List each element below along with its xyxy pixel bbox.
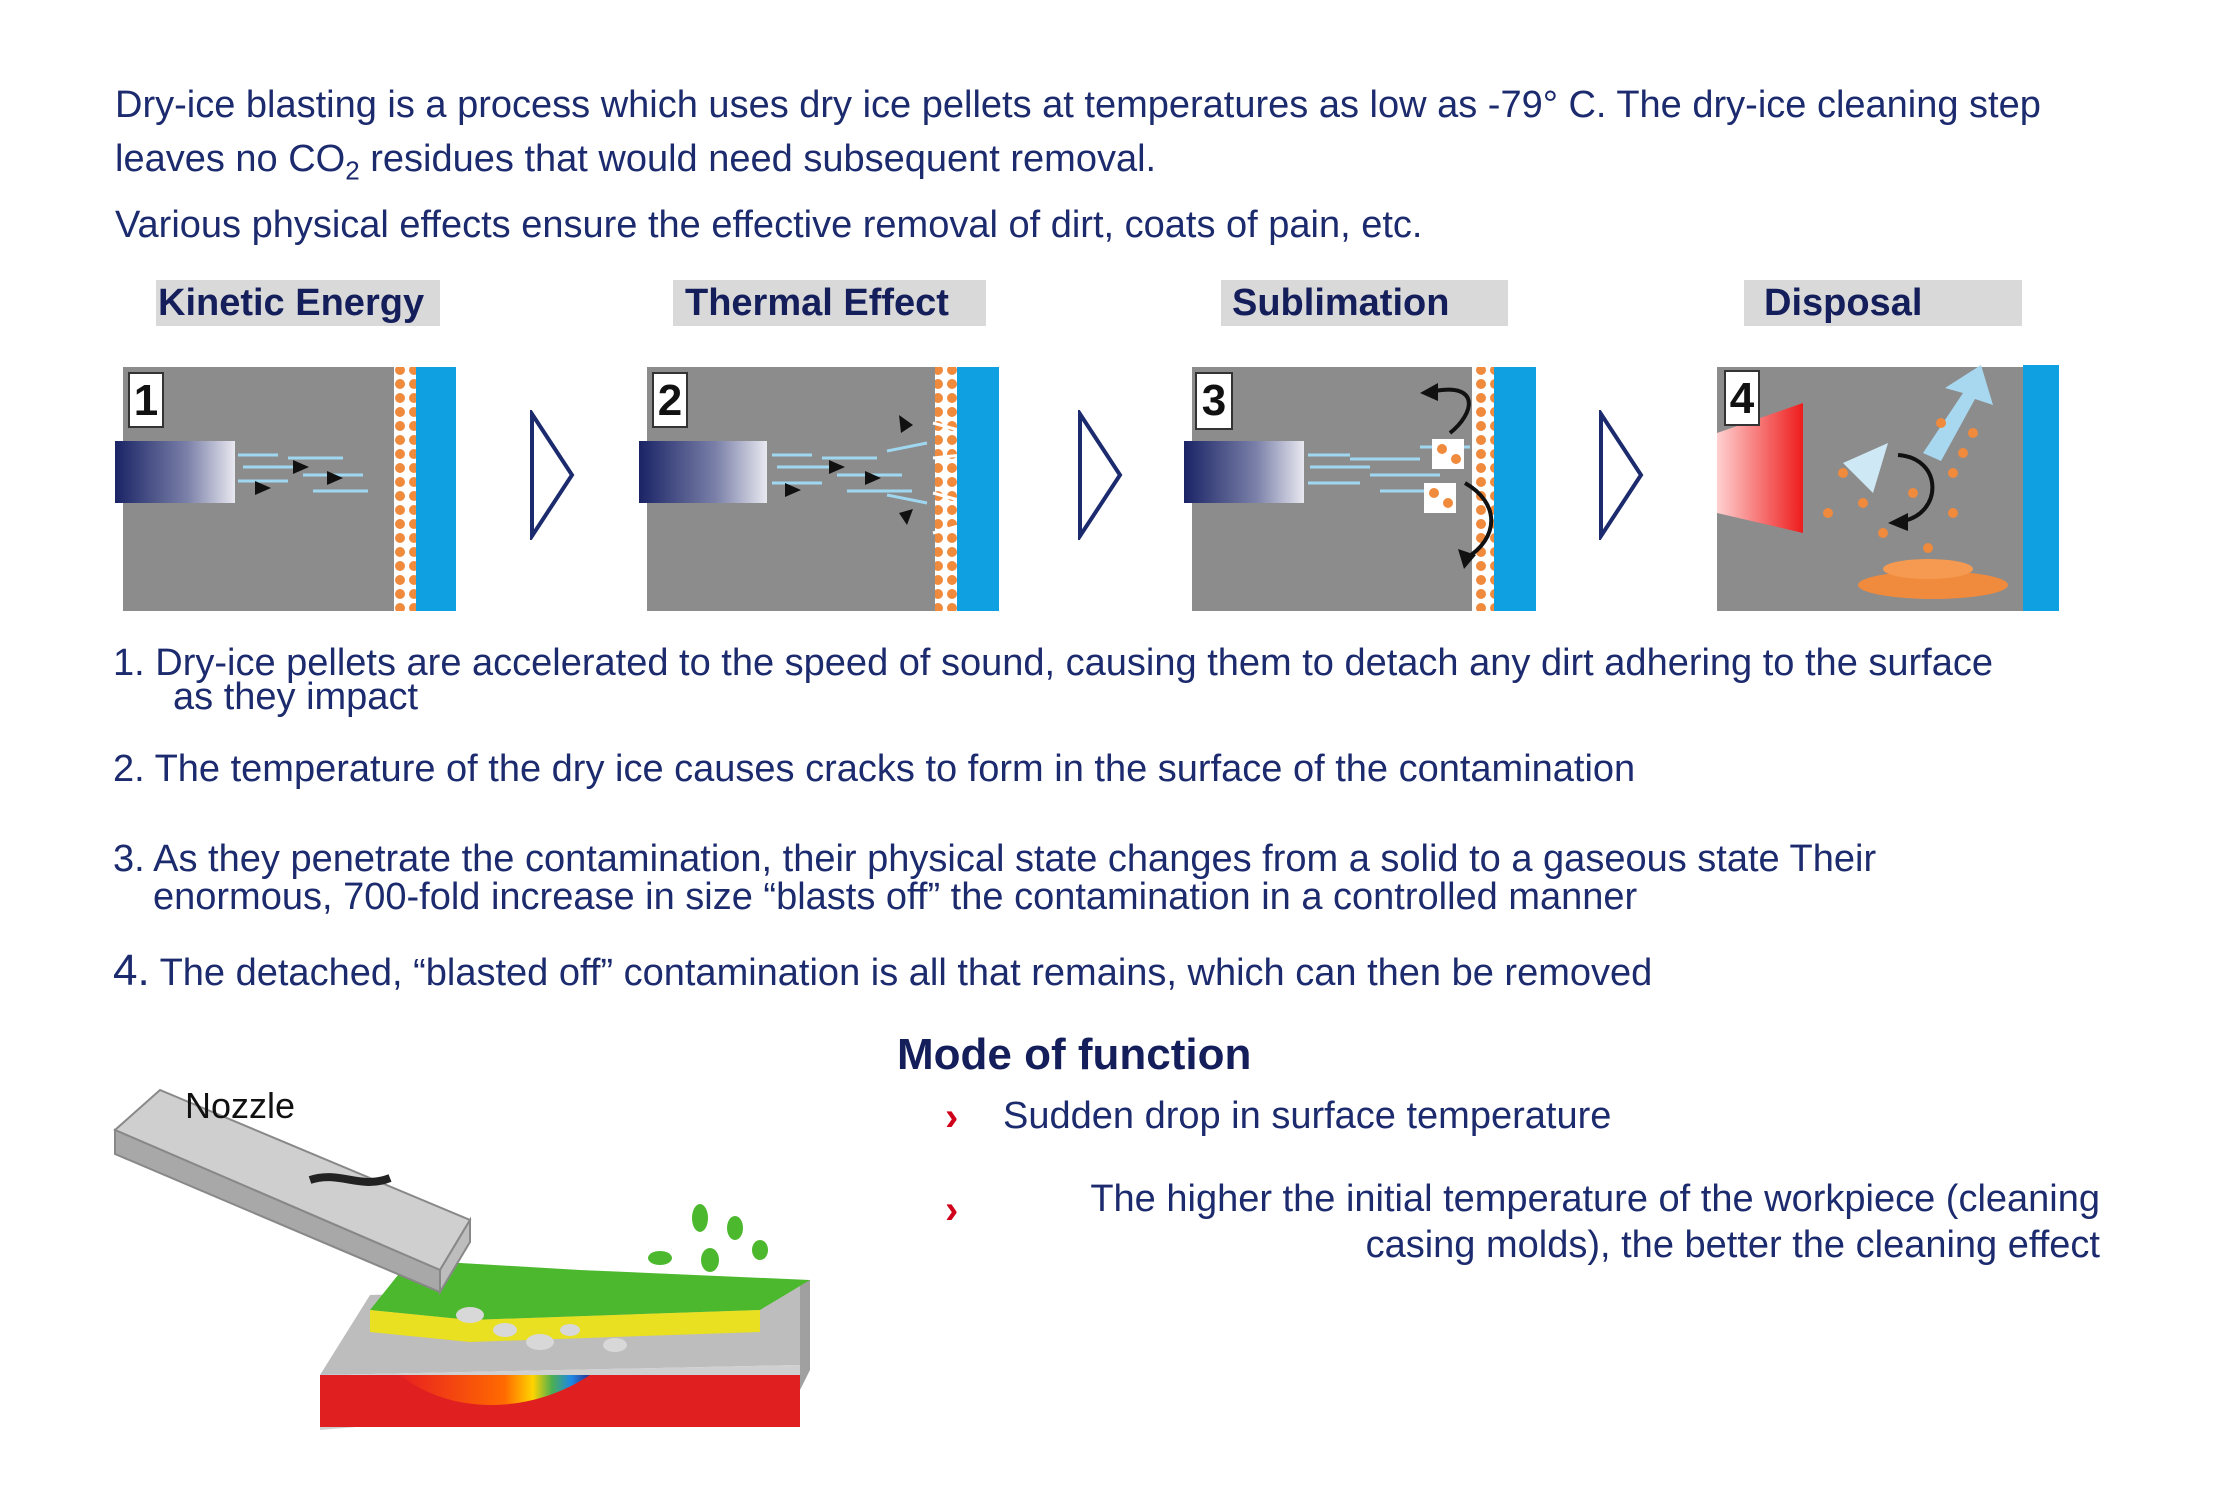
chevron-right-icon (1078, 410, 1123, 540)
step-4-description: 4. The detached, “blasted off” contamina… (113, 949, 1653, 994)
step-1-description: 1. Dry-ice pellets are accelerated to th… (113, 644, 2193, 716)
bullet-chevron-icon: › (945, 1188, 959, 1232)
step-1-diagram: 1 (113, 363, 475, 613)
step-4-description-text: The detached, “blasted off” contaminatio… (149, 952, 1653, 994)
bullet-2: › (945, 1188, 958, 1233)
step-3-description-line-2: enormous, 700-fold increase in size “bla… (153, 876, 1638, 918)
chevron-right-icon (530, 410, 575, 540)
step-2-number: 2 (658, 376, 682, 425)
intro-line-3: Various physical effects ensure the effe… (115, 203, 1423, 246)
chevron-right-icon (1599, 410, 1644, 540)
nozzle-label: Nozzle (185, 1085, 295, 1126)
intro-line-2-post: residues that would need subsequent remo… (359, 138, 1157, 180)
bullet-1: › (945, 1095, 958, 1140)
step-1-number: 1 (134, 376, 158, 425)
bullet-chevron-icon: › (945, 1095, 959, 1139)
step-title-disposal: Disposal (1744, 280, 2022, 326)
step-1-description-line-1: 1. Dry-ice pellets are accelerated to th… (113, 642, 1993, 684)
intro-line-2-pre: leaves no CO (115, 138, 346, 180)
intro-line-2: leaves no CO2 residues that would need s… (115, 132, 2195, 198)
bullet-2-text-line-1: The higher the initial temperature of th… (1090, 1178, 2100, 1220)
co2-subscript: 2 (345, 155, 360, 186)
mode-of-function-title: Mode of function (897, 1030, 1252, 1079)
intro-line-1: Dry-ice blasting is a process which uses… (115, 84, 2041, 126)
step-2-description: 2. The temperature of the dry ice causes… (113, 748, 1636, 790)
step-4-diagram: 4 (1713, 363, 2069, 613)
nozzle-illustration: Nozzle (110, 1070, 830, 1450)
step-title-sublimation: Sublimation (1221, 280, 1508, 326)
step-3-description: 3. As they penetrate the contamination, … (113, 840, 2193, 916)
bullet-2-text: The higher the initial temperature of th… (1000, 1176, 2100, 1268)
intro-paragraph: Dry-ice blasting is a process which uses… (115, 78, 2195, 252)
step-4-description-number: 4. (113, 946, 150, 995)
step-title-thermal-effect: Thermal Effect (673, 280, 986, 326)
step-4-number: 4 (1730, 374, 1755, 423)
step-2-diagram: 2 (637, 363, 1023, 613)
step-3-number: 3 (1202, 376, 1226, 425)
step-title-kinetic-energy: Kinetic Energy (156, 280, 440, 326)
bullet-1-text: Sudden drop in surface temperature (1003, 1095, 1612, 1137)
step-3-diagram: 3 (1180, 363, 1558, 613)
step-3-description-line-1: 3. As they penetrate the contamination, … (113, 838, 1877, 880)
step-1-description-line-2: as they impact (173, 676, 418, 718)
bullet-2-text-line-2: casing molds), the better the cleaning e… (1365, 1224, 2100, 1266)
